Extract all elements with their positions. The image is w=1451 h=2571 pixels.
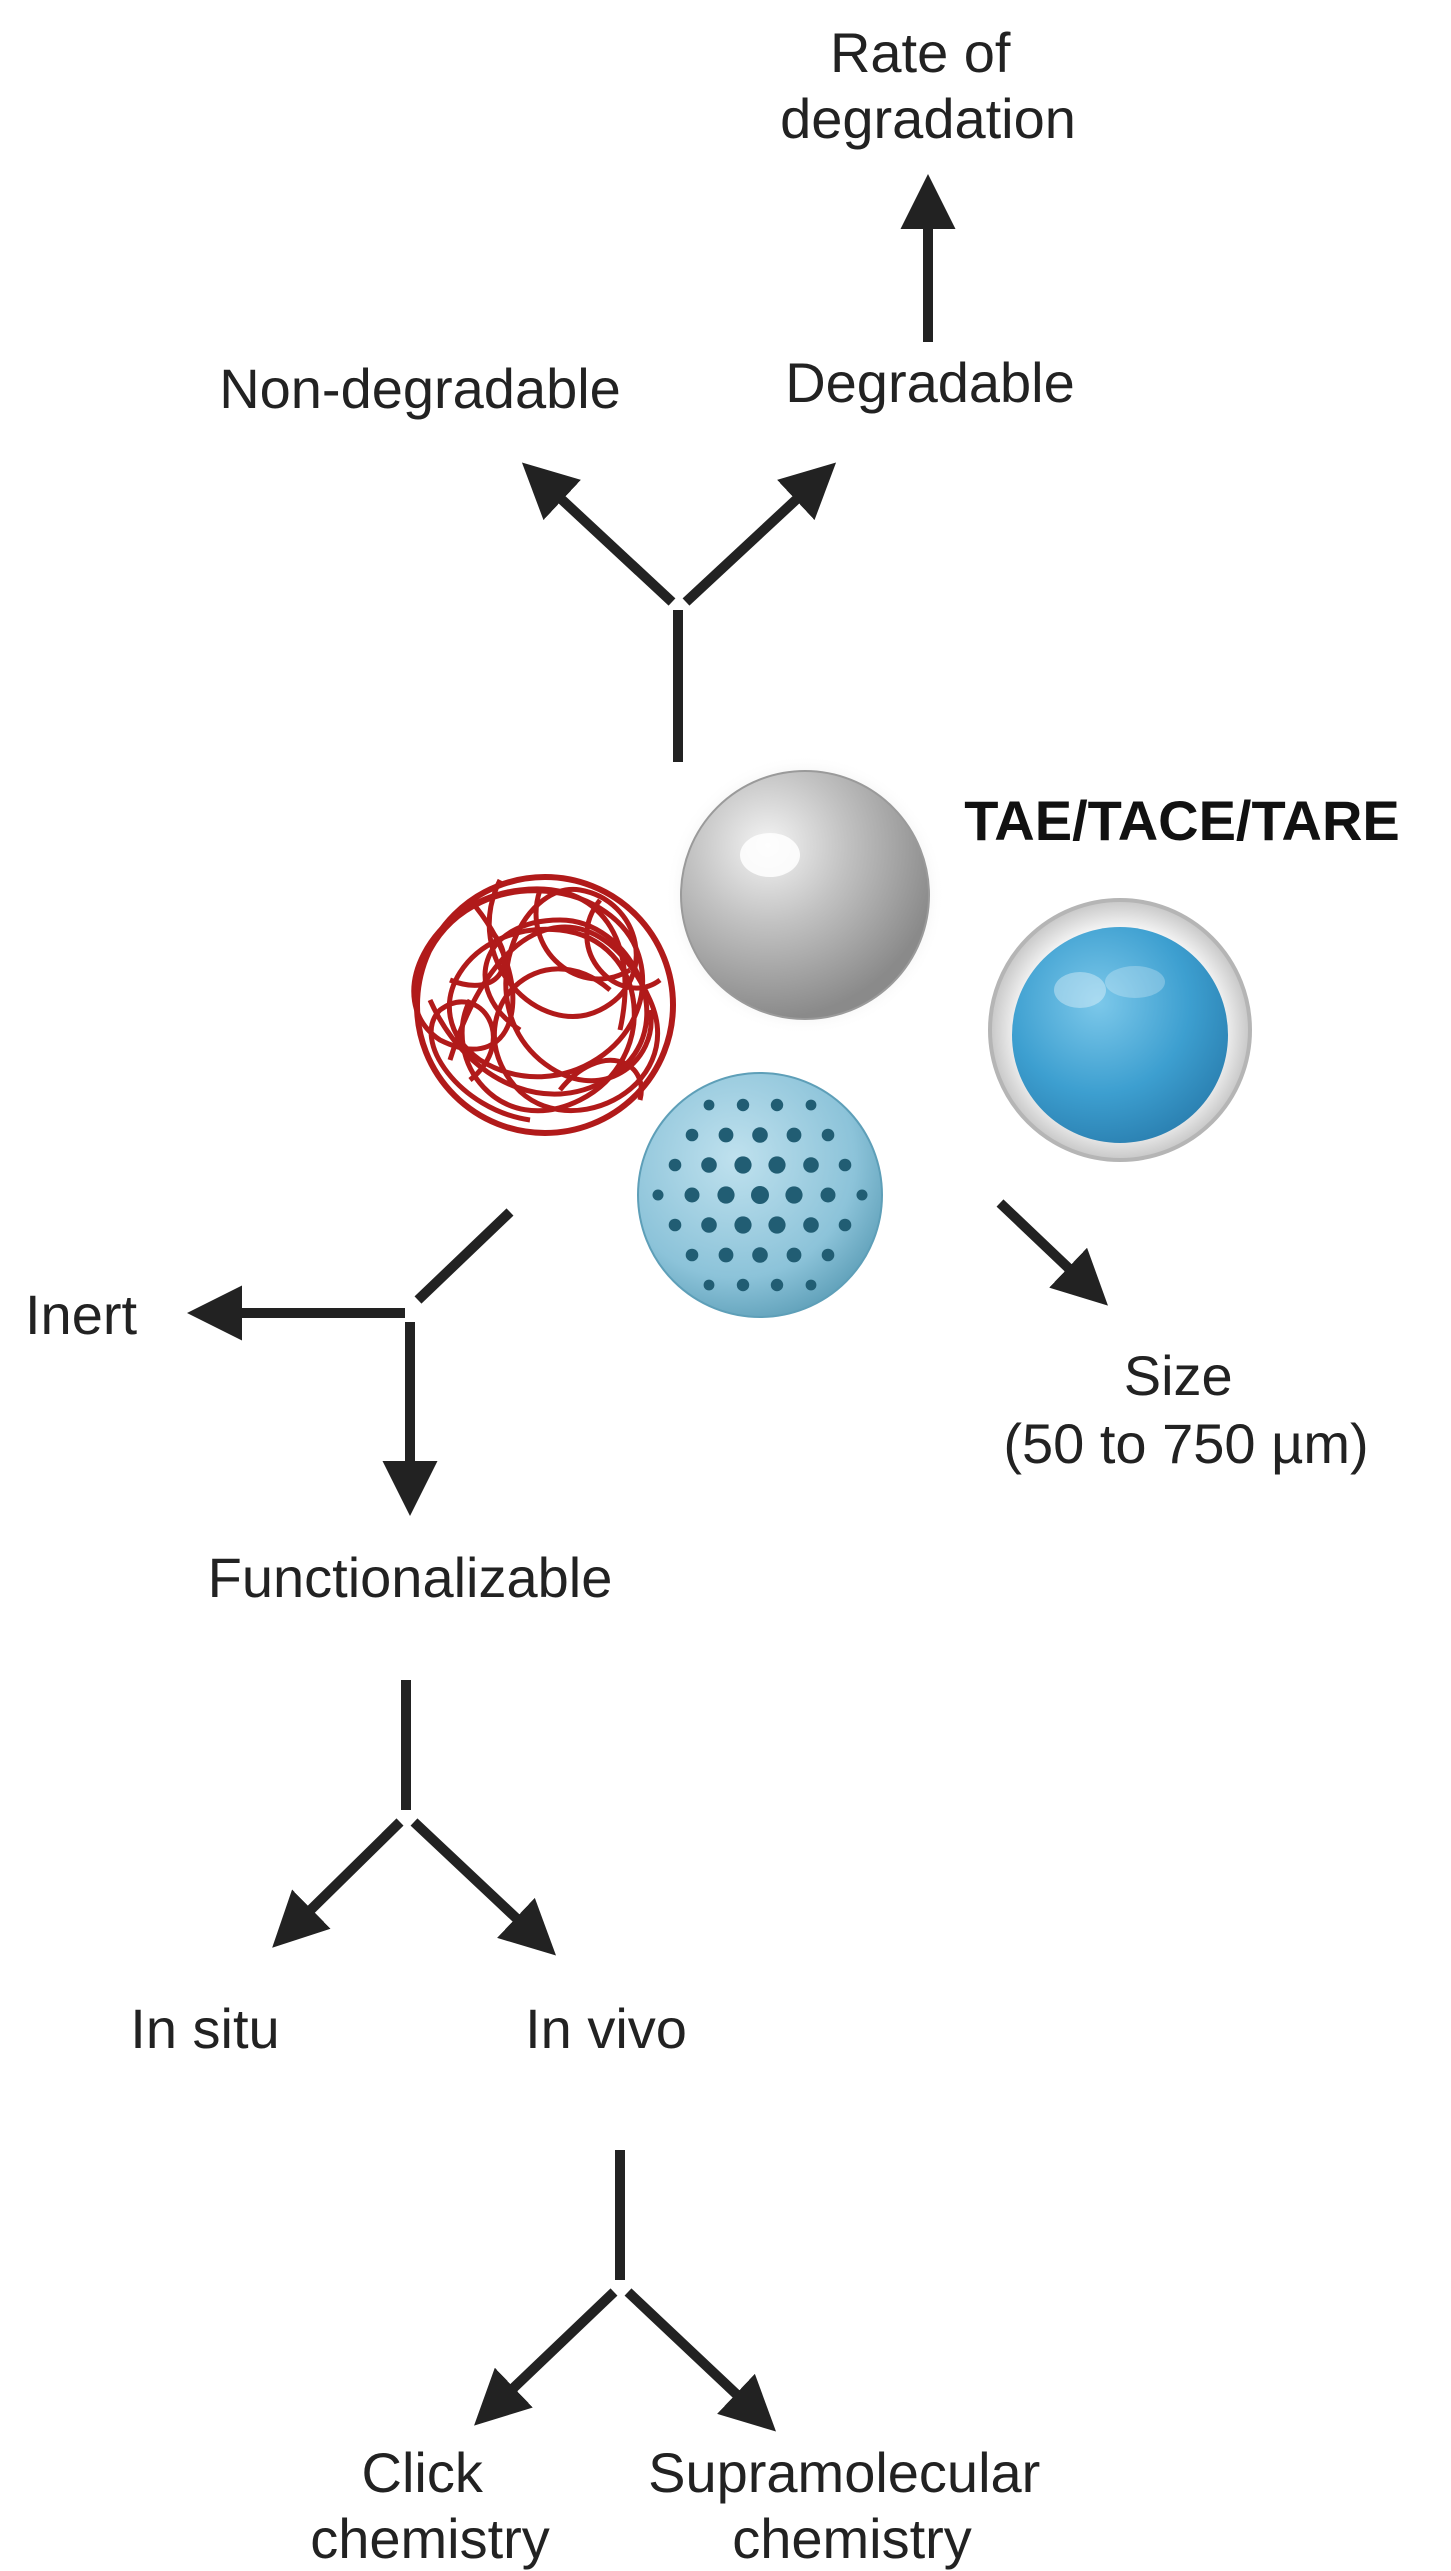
sphere-pore-dot [685,1128,699,1142]
connector-arrows [187,174,1108,2432]
label-in-situ: In situ [130,1997,279,2060]
sphere-pore-dot [736,1278,750,1292]
arrow-to-size [996,1199,1108,1306]
grey-sphere-icon [665,755,945,1035]
label-functionalizable: Functionalizable [208,1546,613,1609]
sphere-pore-dot [821,1128,835,1142]
sphere-pore-dot [717,1186,735,1204]
sphere-pore-dot [768,1156,786,1174]
sphere-pore-dot [752,1247,768,1263]
sphere-pore-dot [703,1279,715,1291]
label-size: Size (50 to 750 µm) [1003,1344,1368,1475]
label-non-degradable: Non-degradable [219,357,621,420]
label-inert: Inert [25,1283,137,1346]
sphere-pore-dot [684,1187,700,1203]
sphere-pore-dot [803,1217,819,1233]
sphere-pore-dot [718,1127,734,1143]
arrow-to-in-situ [272,1818,404,1948]
sphere-pore-dot [736,1098,750,1112]
arrow-to-non-degradable [521,462,676,606]
stem-lower-split [414,1208,514,1304]
label-in-vivo: In vivo [525,1997,687,2060]
sphere-pore-dot [805,1099,817,1111]
sphere-pore-dot [701,1217,717,1233]
blue-core-shell-sphere-icon [988,898,1252,1162]
sphere-pore-dot [668,1158,682,1172]
sphere-pore-dot [718,1247,734,1263]
label-supramolecular-chemistry: Supramolecular chemistry [648,2441,1056,2570]
sphere-pore-dot [805,1279,817,1291]
sphere-pore-dot [770,1098,784,1112]
red-tangled-coil-icon [411,874,676,1136]
sphere-pore-dot [734,1216,752,1234]
sphere-pore-dot [668,1218,682,1232]
sphere-pore-dot [803,1157,819,1173]
label-rate-of-degradation: Rate of degradation [780,21,1076,150]
sphere-pore-dot [751,1186,769,1204]
sphere-pore-dot [768,1216,786,1234]
arrow-to-in-vivo [410,1818,557,1956]
sphere-pore-dot [856,1189,868,1201]
label-degradable: Degradable [785,351,1075,414]
sphere-pore-dot [785,1186,803,1204]
sphere-pore-dot [820,1187,836,1203]
sphere-pore-dot [703,1099,715,1111]
sphere-pore-dot [821,1248,835,1262]
sphere-pore-dot [685,1248,699,1262]
sphere-pore-dot [734,1156,752,1174]
sphere-pore-dot [838,1218,852,1232]
sphere-pore-dot [770,1278,784,1292]
label-click-chemistry: Click chemistry [310,2441,550,2570]
sphere-pore-dot [786,1127,802,1143]
arrow-to-degradable [682,462,837,606]
sphere-pore-dot [838,1158,852,1172]
sphere-pore-dot [752,1127,768,1143]
dotted-porous-sphere-icon [637,1072,883,1318]
arrow-to-click-chemistry [474,2288,618,2426]
label-procedure: TAE/TACE/TARE [964,789,1400,852]
sphere-pore-dot [786,1247,802,1263]
arrow-to-supramolecular-chemistry [624,2288,777,2432]
sphere-pore-dot [701,1157,717,1173]
sphere-pore-dot [652,1189,664,1201]
